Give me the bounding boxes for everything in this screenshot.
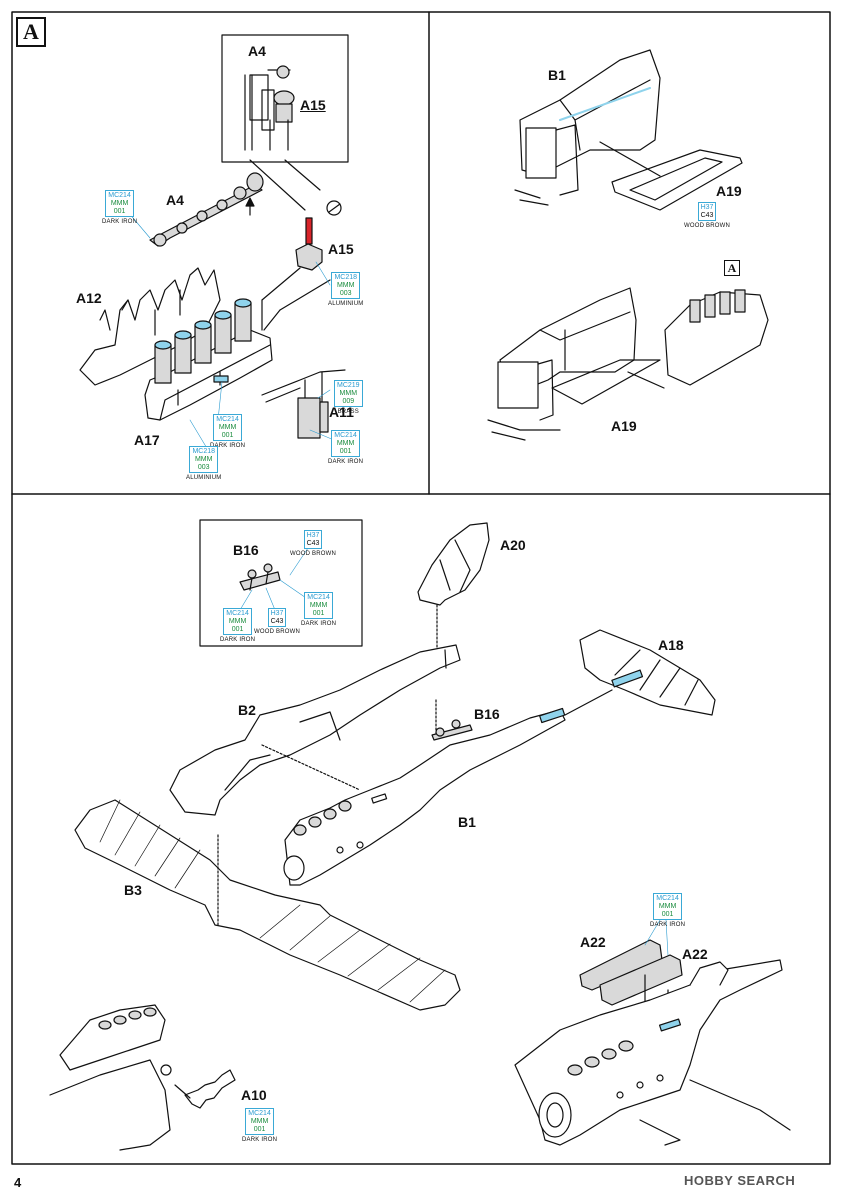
fuselage-closeup (514, 959, 791, 1146)
part-b16 (431, 719, 473, 741)
label-a22-left: A22 (580, 934, 606, 950)
label-a4: A4 (166, 192, 184, 208)
label-b16-inset: B16 (233, 542, 259, 558)
label-a20: A20 (500, 537, 526, 553)
engine-inset (221, 34, 349, 211)
engine-ref (664, 289, 769, 386)
part-b2 (169, 644, 461, 816)
page-number: 4 (14, 1175, 22, 1190)
seat-assembly-bottom (487, 287, 661, 441)
inset-b16 (199, 519, 363, 647)
seat-b1-top (514, 49, 661, 206)
label-a18: A18 (658, 637, 684, 653)
engine-closeup-a10 (49, 1004, 172, 1151)
part-a10 (184, 1069, 236, 1109)
page-frame (11, 11, 831, 1165)
label-a15-inset: A15 (300, 97, 326, 113)
label-b3: B3 (124, 882, 142, 898)
part-a22 (579, 939, 683, 1006)
part-b1 (283, 707, 566, 886)
part-a4 (149, 172, 264, 247)
part-a20 (417, 522, 490, 606)
part-a11 (261, 369, 346, 439)
label-a12: A12 (76, 290, 102, 306)
label-a17: A17 (134, 432, 160, 448)
label-a11: A11 (329, 404, 354, 420)
part-a15 (295, 200, 342, 271)
part-a17 (144, 298, 273, 421)
part-a18 (579, 629, 716, 716)
label-b1-top: B1 (548, 67, 566, 83)
part-a19-top (611, 149, 743, 211)
watermark: HOBBY SEARCH (684, 1173, 796, 1188)
reference-marker: A (724, 260, 740, 276)
part-b3 (74, 799, 461, 1011)
label-b1: B1 (458, 814, 476, 830)
label-a19-bottom: A19 (611, 418, 637, 434)
label-a22-right: A22 (682, 946, 708, 962)
label-b2: B2 (238, 702, 256, 718)
label-a4-inset: A4 (248, 43, 266, 59)
label-b16: B16 (474, 706, 500, 722)
label-a15: A15 (328, 241, 354, 257)
label-a19-top: A19 (716, 183, 742, 199)
step-marker: A (16, 17, 46, 47)
label-a10: A10 (241, 1087, 267, 1103)
